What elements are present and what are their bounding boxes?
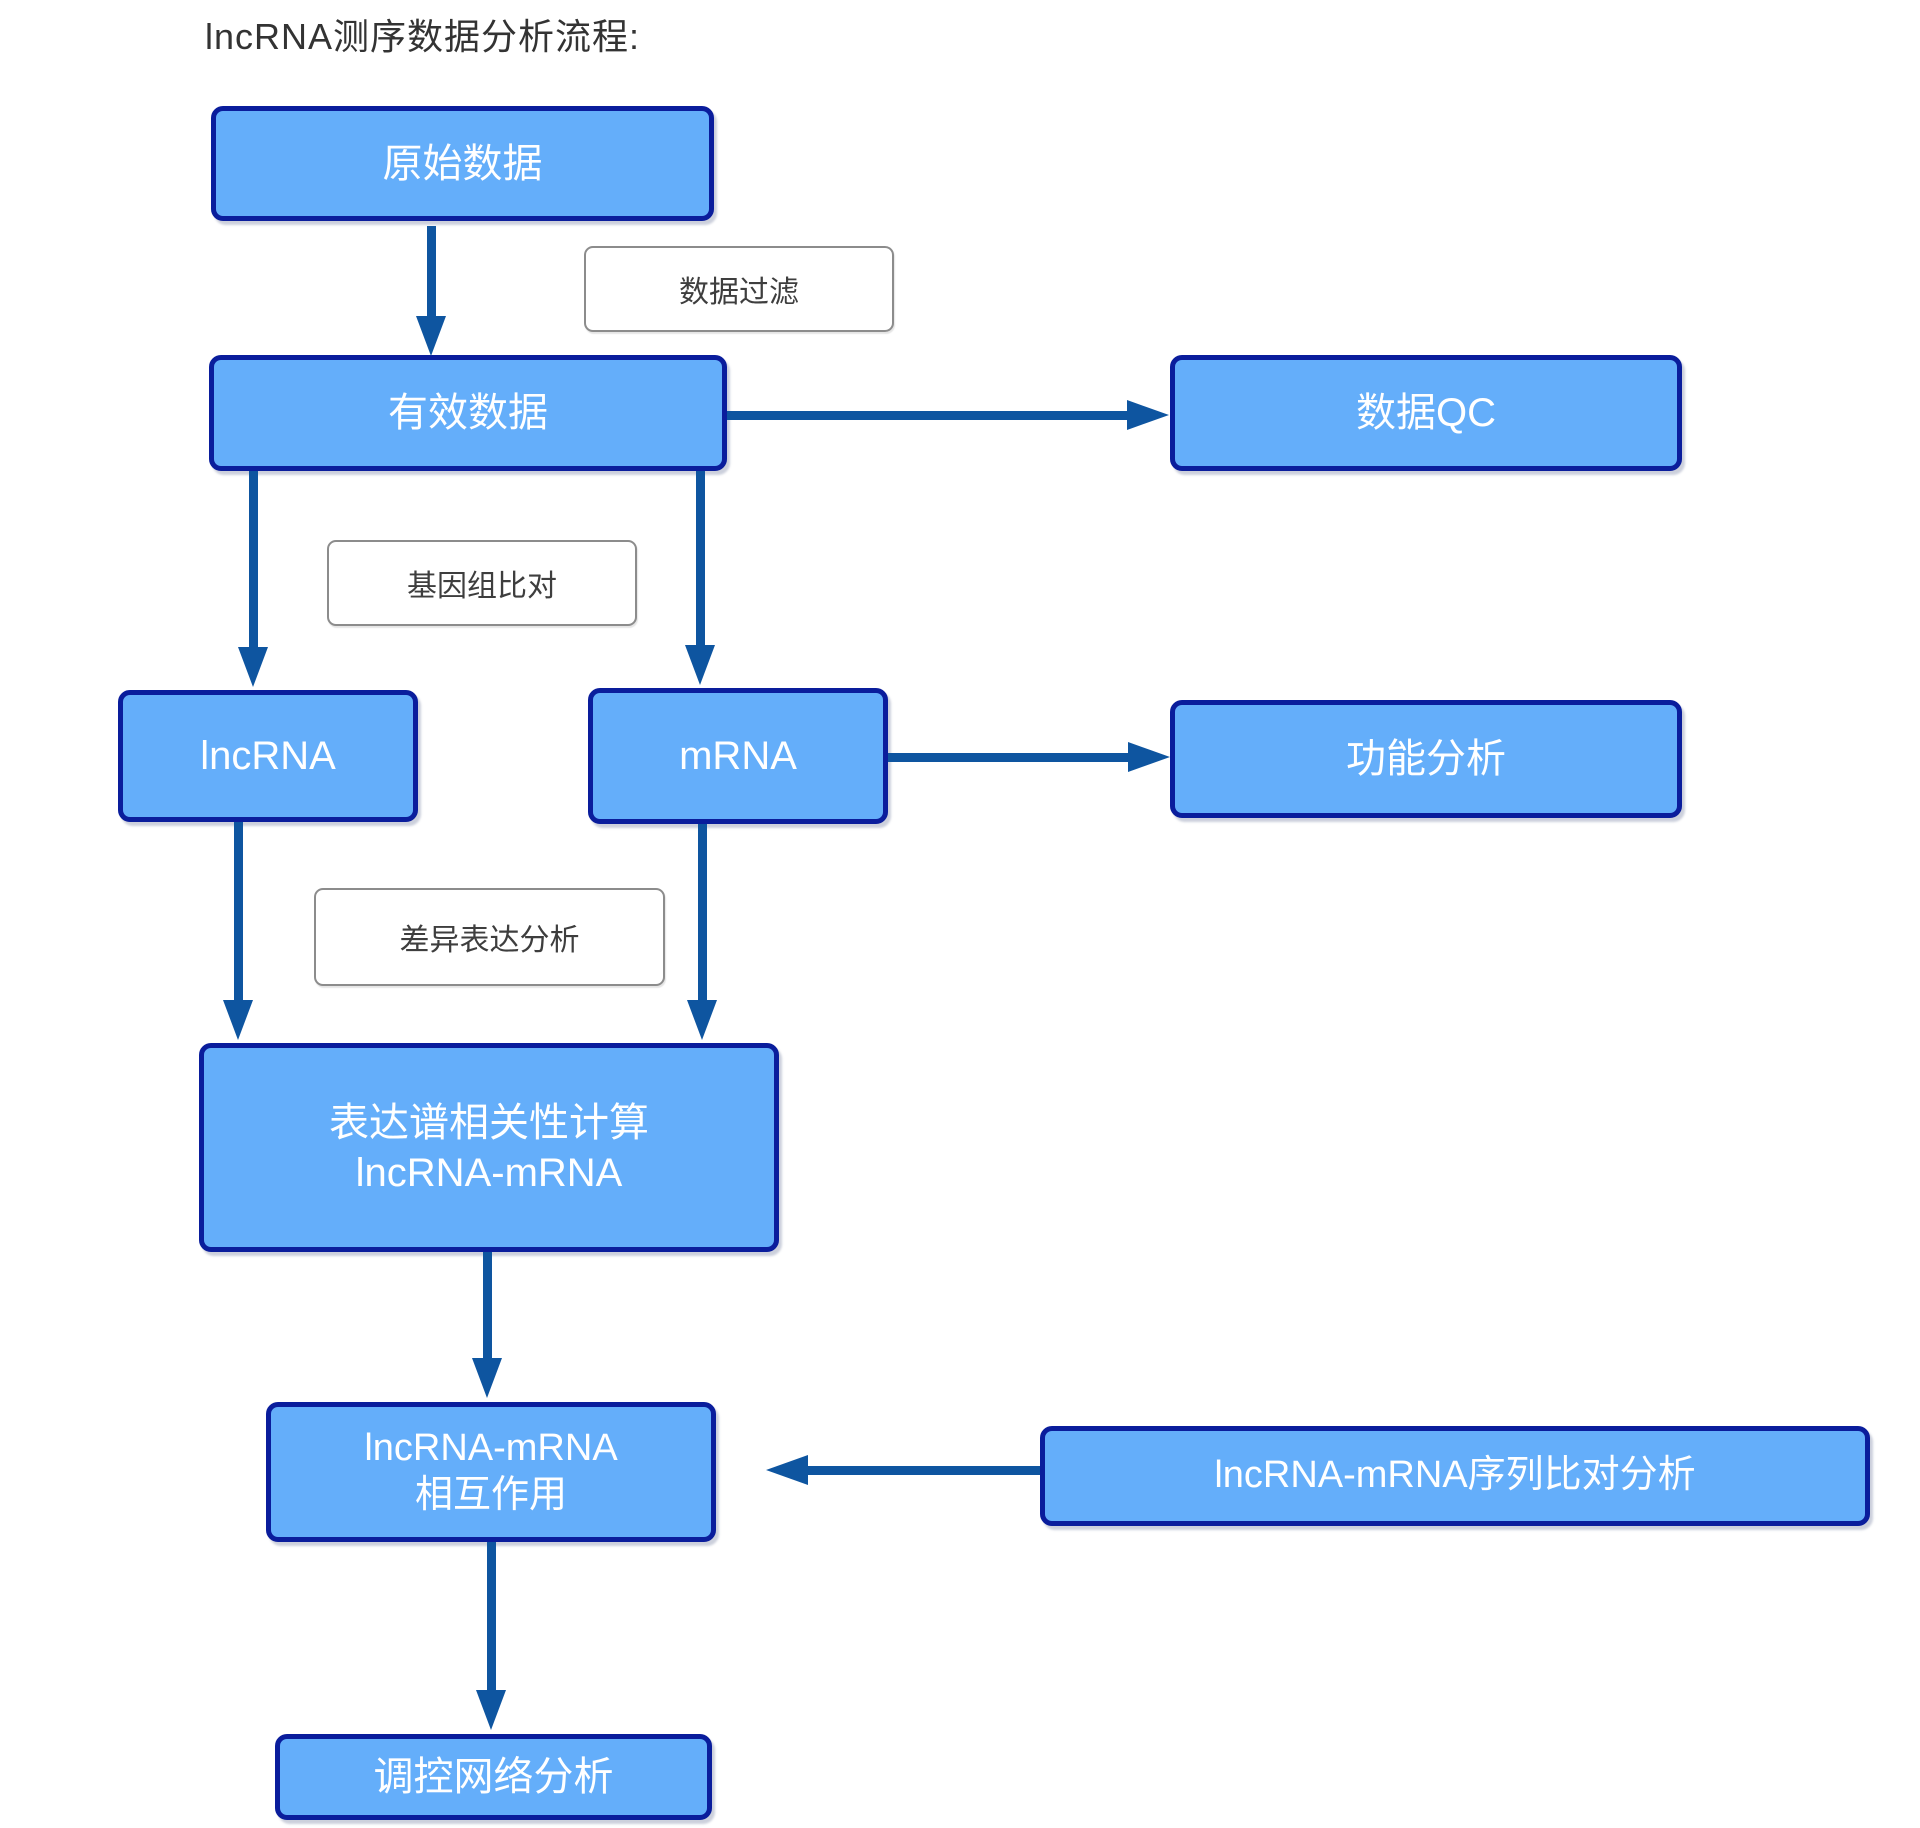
arrow-seq-to-inter-head	[766, 1455, 808, 1485]
node-lncrna-mrna-interaction-line2: 相互作用	[414, 1474, 567, 1516]
arrow-corr-to-inter-line	[483, 1252, 492, 1358]
node-expression-correlation-line1: 表达谱相关性计算	[329, 1100, 649, 1145]
node-sequence-alignment-analysis: lncRNA-mRNA序列比对分析	[1040, 1426, 1870, 1526]
node-valid-data-label: 有效数据	[388, 391, 548, 435]
label-differential-expression: 差异表达分析	[314, 888, 665, 986]
arrow-mrna-to-corr-line	[698, 824, 707, 1000]
node-functional-analysis-label: 功能分析	[1346, 737, 1506, 781]
arrow-valid-to-qc-line	[727, 411, 1127, 420]
arrow-inter-to-network-line	[487, 1542, 496, 1690]
label-data-filter-text: 数据过滤	[679, 276, 799, 309]
arrow-valid-to-lncrna-line	[249, 471, 258, 647]
arrow-valid-to-mrna-line	[696, 471, 705, 645]
arrow-valid-to-lncrna-head	[238, 647, 268, 687]
arrow-seq-to-inter-line	[808, 1466, 1040, 1475]
node-functional-analysis: 功能分析	[1170, 700, 1682, 818]
label-genome-alignment-text: 基因组比对	[407, 570, 557, 603]
node-mrna-label: mRNA	[679, 734, 797, 778]
arrow-mrna-to-func-line	[888, 753, 1128, 762]
node-raw-data: 原始数据	[211, 106, 714, 221]
arrow-corr-to-inter-head	[472, 1358, 502, 1398]
arrow-raw-to-valid-line	[427, 226, 436, 316]
node-data-qc: 数据QC	[1170, 355, 1682, 471]
arrow-lncrna-to-corr-head	[223, 1000, 253, 1040]
label-data-filter: 数据过滤	[584, 246, 894, 332]
node-lncrna: lncRNA	[118, 690, 418, 822]
node-sequence-alignment-analysis-label: lncRNA-mRNA序列比对分析	[1214, 1454, 1696, 1497]
node-regulatory-network-analysis-label: 调控网络分析	[373, 1755, 614, 1799]
label-differential-expression-text: 差异表达分析	[399, 924, 580, 957]
arrow-raw-to-valid-head	[416, 316, 446, 356]
label-genome-alignment: 基因组比对	[327, 540, 637, 626]
node-lncrna-label: lncRNA	[200, 734, 336, 778]
arrow-valid-to-qc-head	[1127, 400, 1169, 430]
diagram-title: lncRNA测序数据分析流程:	[205, 16, 641, 57]
node-expression-correlation: 表达谱相关性计算 lncRNA-mRNA	[199, 1043, 779, 1252]
arrow-mrna-to-corr-head	[687, 1000, 717, 1040]
node-mrna: mRNA	[588, 688, 888, 824]
node-lncrna-mrna-interaction-line1: lncRNA-mRNA	[364, 1426, 618, 1469]
arrow-inter-to-network-head	[476, 1690, 506, 1730]
arrow-lncrna-to-corr-line	[234, 822, 243, 1000]
node-raw-data-label: 原始数据	[382, 141, 543, 186]
node-expression-correlation-line2: lncRNA-mRNA	[355, 1150, 623, 1195]
node-regulatory-network-analysis: 调控网络分析	[275, 1734, 712, 1820]
arrow-mrna-to-func-head	[1128, 742, 1170, 772]
node-valid-data: 有效数据	[209, 355, 727, 471]
arrow-valid-to-mrna-head	[685, 645, 715, 685]
node-lncrna-mrna-interaction: lncRNA-mRNA 相互作用	[266, 1402, 716, 1542]
node-data-qc-label: 数据QC	[1356, 391, 1496, 435]
